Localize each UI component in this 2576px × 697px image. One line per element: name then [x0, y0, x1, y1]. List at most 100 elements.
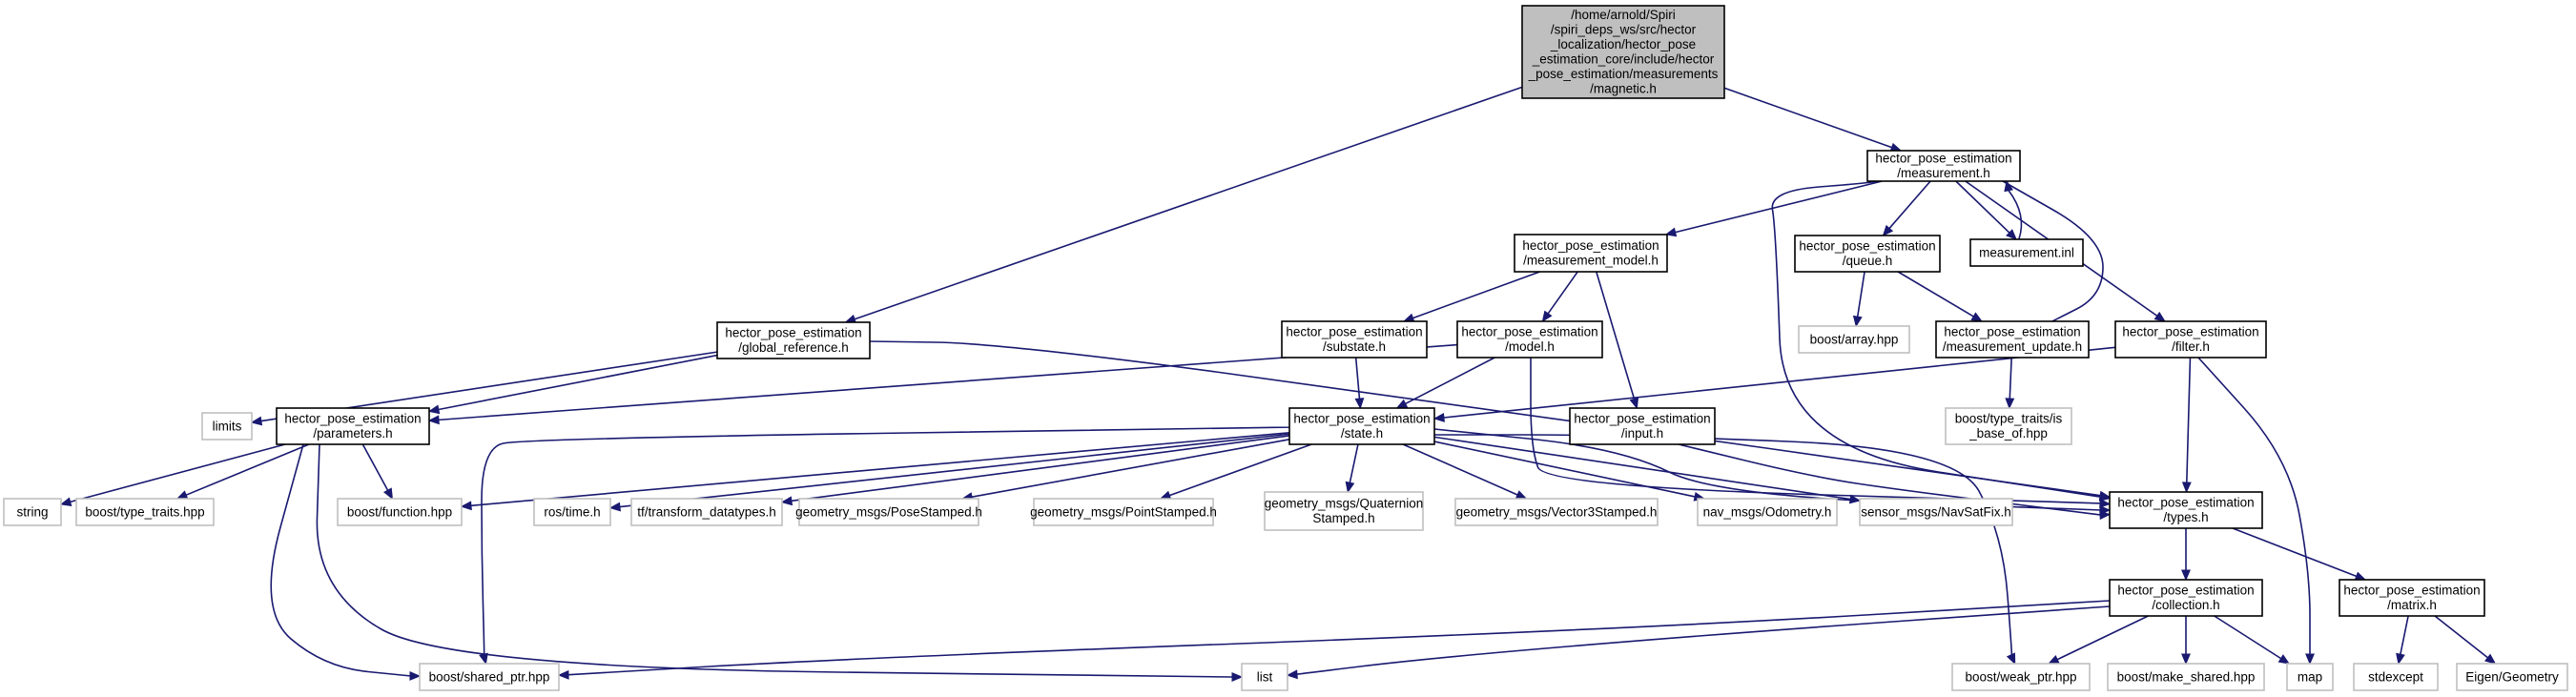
- node-box: [2353, 663, 2439, 691]
- node-box: [276, 407, 430, 445]
- node-types[interactable]: hector_pose_estimation/types.h: [2109, 491, 2263, 529]
- node-collection[interactable]: hector_pose_estimation/collection.h: [2109, 579, 2263, 617]
- edge-measurement_model-to-input: [1596, 271, 1639, 410]
- edge-state-to-ros_time: [608, 433, 1290, 512]
- node-substate[interactable]: hector_pose_estimation/substate.h: [1281, 320, 1428, 359]
- node-label-line: Eigen/Geometry: [2465, 669, 2559, 684]
- node-label-line: /measurement_model.h: [1523, 254, 1659, 268]
- node-state[interactable]: hector_pose_estimation/state.h: [1288, 407, 1435, 445]
- edge-parameters-to-function: [361, 443, 393, 501]
- node-label-line: /substate.h: [1323, 339, 1386, 354]
- edge-magnetic-to-global_reference: [844, 86, 1523, 324]
- edge-state-to-shared_ptr: [479, 426, 1290, 666]
- node-box: [1514, 234, 1668, 273]
- node-label-line: /matrix.h: [2387, 598, 2437, 612]
- edge-state-to-weak_ptr: [1434, 434, 2016, 666]
- node-label-line: hector_pose_estimation: [725, 326, 861, 340]
- node-label-line: _localization/hector_pose: [1550, 37, 1696, 51]
- node-box: [716, 321, 871, 359]
- node-vec3-stamped: geometry_msgs/Vector3Stamped.h: [1454, 498, 1659, 526]
- edge-filter-to-types: [2181, 357, 2192, 494]
- node-box: [201, 412, 253, 441]
- node-tf-datatypes: tf/transform_datatypes.h: [630, 498, 783, 526]
- node-point-stamped: geometry_msgs/PointStamped.h: [1030, 498, 1217, 526]
- node-label-line: hector_pose_estimation: [1461, 325, 1597, 339]
- node-label-line: boost/array.hpp: [1810, 332, 1899, 346]
- node-is-base-of: boost/type_traits/is_base_of.hpp: [1945, 407, 2072, 445]
- node-box: [2339, 579, 2485, 617]
- node-label-line: hector_pose_estimation: [1293, 412, 1430, 426]
- node-box: [1569, 407, 1716, 445]
- node-limits: limits: [201, 412, 253, 441]
- node-label-line: /input.h: [1621, 426, 1663, 441]
- node-queue[interactable]: hector_pose_estimation/queue.h: [1794, 235, 1941, 273]
- edge-parameters-to-string: [59, 443, 286, 507]
- node-label-line: /measurement.h: [1897, 166, 1990, 180]
- node-shared-ptr: boost/shared_ptr.hpp: [419, 663, 560, 691]
- node-box: [2114, 320, 2267, 359]
- edge-measurement_update-to-is_base_of: [2005, 357, 2015, 410]
- node-label-line: measurement.inl: [1979, 245, 2074, 259]
- node-label-line: /types.h: [2163, 510, 2208, 524]
- node-stdexcept: stdexcept: [2353, 663, 2439, 691]
- node-label-line: /measurement_update.h: [1943, 339, 2082, 354]
- node-box: [2456, 663, 2568, 691]
- node-label-line: boost/type_traits.hpp: [85, 504, 204, 519]
- node-label-line: boost/type_traits/is: [1955, 412, 2063, 426]
- node-label-line: _estimation_core/include/hector: [1532, 52, 1715, 67]
- node-label-line: /queue.h: [1843, 254, 1893, 268]
- node-matrix[interactable]: hector_pose_estimation/matrix.h: [2339, 579, 2485, 617]
- node-box: [1697, 498, 1838, 526]
- node-label-line: /collection.h: [2152, 598, 2219, 612]
- node-measurement-update[interactable]: hector_pose_estimation/measurement_updat…: [1935, 320, 2090, 359]
- node-box: [2286, 663, 2334, 691]
- node-measurement-inl[interactable]: measurement.inl: [1969, 238, 2084, 267]
- node-label-line: sensor_msgs/NavSatFix.h: [1861, 504, 2011, 519]
- node-label-line: /filter.h: [2172, 339, 2210, 354]
- edge-collection-to-make_shared: [2181, 615, 2191, 666]
- node-input[interactable]: hector_pose_estimation/input.h: [1569, 407, 1716, 445]
- node-label-line: nav_msgs/Odometry.h: [1703, 504, 1832, 519]
- edge-filter-to-map: [2197, 357, 2315, 666]
- node-measurement[interactable]: hector_pose_estimation/measurement.h: [1866, 150, 2021, 182]
- node-global-reference[interactable]: hector_pose_estimation/global_reference.…: [716, 321, 871, 359]
- edge-measurement-to-queue: [1882, 180, 1931, 236]
- edge-types-to-collection: [2181, 527, 2191, 582]
- edge-collection-to-list: [1286, 605, 2111, 680]
- node-measurement-model[interactable]: hector_pose_estimation/measurement_model…: [1514, 234, 1668, 273]
- edge-matrix-to-stdexcept: [2396, 615, 2409, 666]
- node-ros-time: ros/time.h: [533, 498, 611, 526]
- node-box: [1456, 320, 1603, 359]
- node-type-traits: boost/type_traits.hpp: [75, 498, 215, 526]
- node-box: [533, 498, 611, 526]
- node-box: [337, 498, 463, 526]
- edge-substate-to-state: [1354, 357, 1365, 410]
- node-model[interactable]: hector_pose_estimation/model.h: [1456, 320, 1603, 359]
- node-box: [3, 498, 62, 526]
- node-filter[interactable]: hector_pose_estimation/filter.h: [2114, 320, 2267, 359]
- edge-types-to-matrix: [2232, 527, 2367, 581]
- node-label-line: /model.h: [1505, 339, 1555, 354]
- node-box: [1945, 407, 2072, 445]
- edge-magnetic-to-measurement: [1723, 87, 1903, 153]
- node-label-line: hector_pose_estimation: [1574, 412, 1710, 426]
- edge-measurement-to-measurement_model: [1664, 180, 1883, 237]
- node-label-line: hector_pose_estimation: [1286, 325, 1422, 339]
- node-label-line: hector_pose_estimation: [1522, 238, 1659, 253]
- edge-model-to-types: [1530, 357, 2112, 508]
- node-magnetic[interactable]: /home/arnold/Spiri/spiri_deps_ws/src/hec…: [1521, 5, 1725, 99]
- edge-matrix-to-eigen_geometry: [2434, 615, 2497, 665]
- edge-collection-to-map: [2214, 615, 2291, 665]
- edge-parameters-to-shared_ptr: [270, 443, 422, 681]
- node-parameters[interactable]: hector_pose_estimation/parameters.h: [276, 407, 430, 445]
- node-make-shared: boost/make_shared.hpp: [2107, 663, 2265, 691]
- edge-state-to-vec3_stamped: [1402, 443, 1528, 500]
- node-label-line: /spiri_deps_ws/src/hector: [1551, 23, 1697, 37]
- node-label-line: _pose_estimation/measurements: [1528, 67, 1719, 81]
- edge-state-to-tf_datatypes: [780, 435, 1290, 506]
- node-odometry: nav_msgs/Odometry.h: [1697, 498, 1838, 526]
- node-box: [1859, 498, 2013, 526]
- edges-layer: [59, 86, 2497, 682]
